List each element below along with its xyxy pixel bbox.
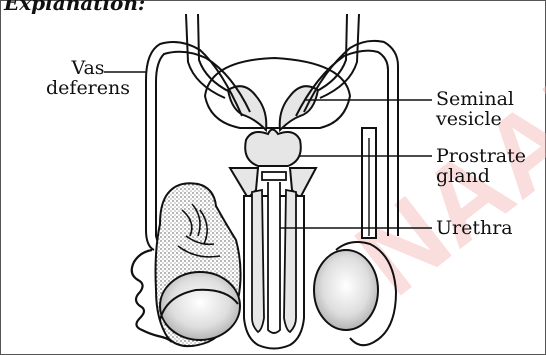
urethra-tube — [268, 182, 280, 333]
right-corpus — [284, 190, 296, 332]
label-seminal-vesicle: Seminal vesicle — [436, 89, 514, 129]
label-prostate-gland: Prostrate gland — [436, 146, 526, 186]
label-urethra: Urethra — [436, 218, 513, 238]
prostate-bulb-ring — [262, 172, 286, 180]
left-testis — [160, 272, 240, 340]
right-testis — [314, 250, 378, 330]
section-heading: Explanation: — [4, 0, 145, 15]
left-corpus — [252, 190, 264, 332]
prostate-gland — [245, 130, 301, 167]
label-vas-deferens: Vas deferens — [46, 58, 130, 98]
